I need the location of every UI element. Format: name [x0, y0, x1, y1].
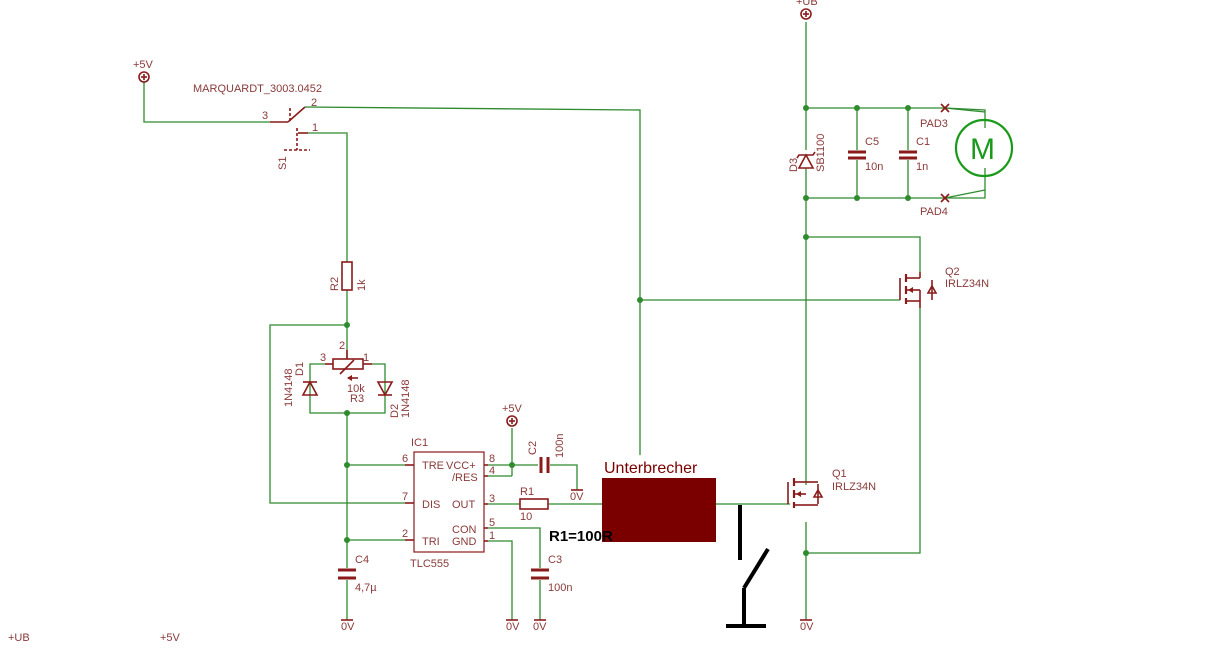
capacitor-c3: C3 100n — [531, 554, 572, 594]
r3-value: 10k — [347, 383, 365, 395]
mosfet-q1: Q1 IRLZ34N — [787, 468, 876, 508]
c2-name: C2 — [527, 441, 539, 455]
r1-value: 10 — [520, 511, 532, 523]
ic1-num-7: 7 — [402, 491, 408, 503]
ic1-pin-gnd: GND — [452, 536, 477, 548]
ic1-pin-vcc: VCC+ — [446, 460, 476, 472]
switch-pin3: 3 — [262, 110, 268, 122]
ic1-pin-dis: DIS — [422, 499, 440, 511]
hand-drawn-switch — [726, 505, 770, 628]
interrupter-box: Unterbrecher — [602, 460, 716, 542]
capacitor-c4: C4 4,7µ — [338, 554, 377, 594]
motor-label: M — [970, 133, 995, 166]
c5-value: 10n — [865, 161, 883, 173]
supply-5v-ic: +5V — [502, 403, 523, 427]
ic1-num-6: 6 — [402, 453, 408, 465]
capacitor-c1: C1 1n — [899, 136, 930, 173]
ic1-pin-res: /RES — [452, 472, 478, 484]
switch-part-label: MARQUARDT_3003.0452 — [193, 83, 322, 95]
c2-value: 100n — [554, 434, 566, 458]
switch-name: S1 — [277, 157, 289, 170]
r1-name: R1 — [520, 486, 534, 498]
switch-pin2: 2 — [311, 97, 317, 109]
c1-name: C1 — [916, 136, 930, 148]
supply-ub-bottom-label: +UB — [8, 632, 30, 644]
junction-dots — [344, 105, 911, 556]
capacitor-c5: C5 10n — [848, 136, 883, 173]
ic1-num-1: 1 — [489, 530, 495, 542]
capacitor-c2: C2 100n — [527, 434, 566, 473]
ic1-pin-out: OUT — [452, 499, 476, 511]
q1-value: IRLZ34N — [832, 481, 876, 493]
pads: PAD3 PAD4 — [920, 103, 950, 218]
ground-labels: 0V 0V 0V 0V 0V — [341, 489, 814, 633]
d3-value: SB1100 — [815, 134, 827, 172]
c5-name: C5 — [865, 136, 879, 148]
ic1-num-5: 5 — [489, 517, 495, 529]
diode-d3: D3 SB1100 — [788, 134, 827, 172]
resistor-r2: R2 1k — [329, 261, 368, 291]
d1-value: 1N4148 — [283, 368, 295, 407]
supply-ub-top: +UB — [796, 0, 818, 20]
motor: M — [954, 118, 1014, 178]
gnd-c2-label: 0V — [570, 491, 584, 503]
diode-d2: D2 1N4148 — [376, 379, 412, 418]
diode-d1: D1 1N4148 — [283, 362, 319, 407]
gnd-ic-label: 0V — [506, 621, 520, 633]
ic1-num-3: 3 — [489, 493, 495, 505]
c4-value: 4,7µ — [355, 582, 377, 594]
q2-value: IRLZ34N — [945, 278, 989, 290]
q2-name: Q2 — [945, 266, 960, 278]
ic1-num-4: 4 — [489, 465, 495, 477]
c1-value: 1n — [916, 161, 928, 173]
gnd-q1-label: 0V — [800, 621, 814, 633]
potentiometer-r3: 3 2 1 10k R3 — [320, 340, 372, 405]
supply-5v-label: +5V — [133, 59, 154, 71]
ic1-num-2: 2 — [402, 528, 408, 540]
ic1-pin-tre: TRE — [422, 460, 444, 472]
ic1-pin-tri: TRI — [422, 536, 440, 548]
ic1-tlc555: IC1 TLC555 TRE VCC+ /RES DIS OUT CON TRI… — [402, 437, 495, 570]
ic1-name: IC1 — [411, 437, 428, 449]
c3-name: C3 — [548, 554, 562, 566]
r2-name: R2 — [329, 277, 341, 291]
d3-name: D3 — [788, 158, 800, 172]
interrupter-label: Unterbrecher — [604, 460, 698, 477]
r3-pin2: 2 — [339, 340, 345, 352]
gnd-c3-label: 0V — [533, 621, 547, 633]
c4-name: C4 — [355, 554, 369, 566]
d2-value: 1N4148 — [400, 379, 412, 418]
ic1-num-8: 8 — [489, 453, 495, 465]
ic1-type: TLC555 — [410, 558, 449, 570]
supply-5v-top: +5V — [133, 59, 154, 83]
pad4-label: PAD4 — [920, 206, 948, 218]
r2-value: 1k — [356, 279, 368, 291]
r1-note: R1=100R — [549, 528, 613, 545]
r3-name: R3 — [350, 393, 364, 405]
switch-s1: MARQUARDT_3003.0452 3 2 1 S1 — [193, 83, 322, 170]
d2-name: D2 — [389, 404, 401, 418]
pad3-label: PAD3 — [920, 118, 948, 130]
switch-pin1: 1 — [312, 122, 318, 134]
supply-bottom-strip: +UB +5V — [8, 632, 181, 644]
ic1-pin-con: CON — [452, 524, 477, 536]
supply-5v-bottom-label: +5V — [160, 632, 181, 644]
mosfet-q2: Q2 IRLZ34N — [899, 266, 989, 308]
supply-5v-ic-label: +5V — [502, 403, 523, 415]
gnd-c4-label: 0V — [341, 621, 355, 633]
r3-pin3: 3 — [320, 352, 326, 364]
r3-pin1: 1 — [363, 352, 369, 364]
q1-name: Q1 — [832, 468, 847, 480]
d1-name: D1 — [294, 362, 306, 376]
c3-value: 100n — [548, 582, 572, 594]
supply-ub-label: +UB — [796, 0, 818, 8]
resistor-r1: R1 10 — [519, 486, 549, 523]
